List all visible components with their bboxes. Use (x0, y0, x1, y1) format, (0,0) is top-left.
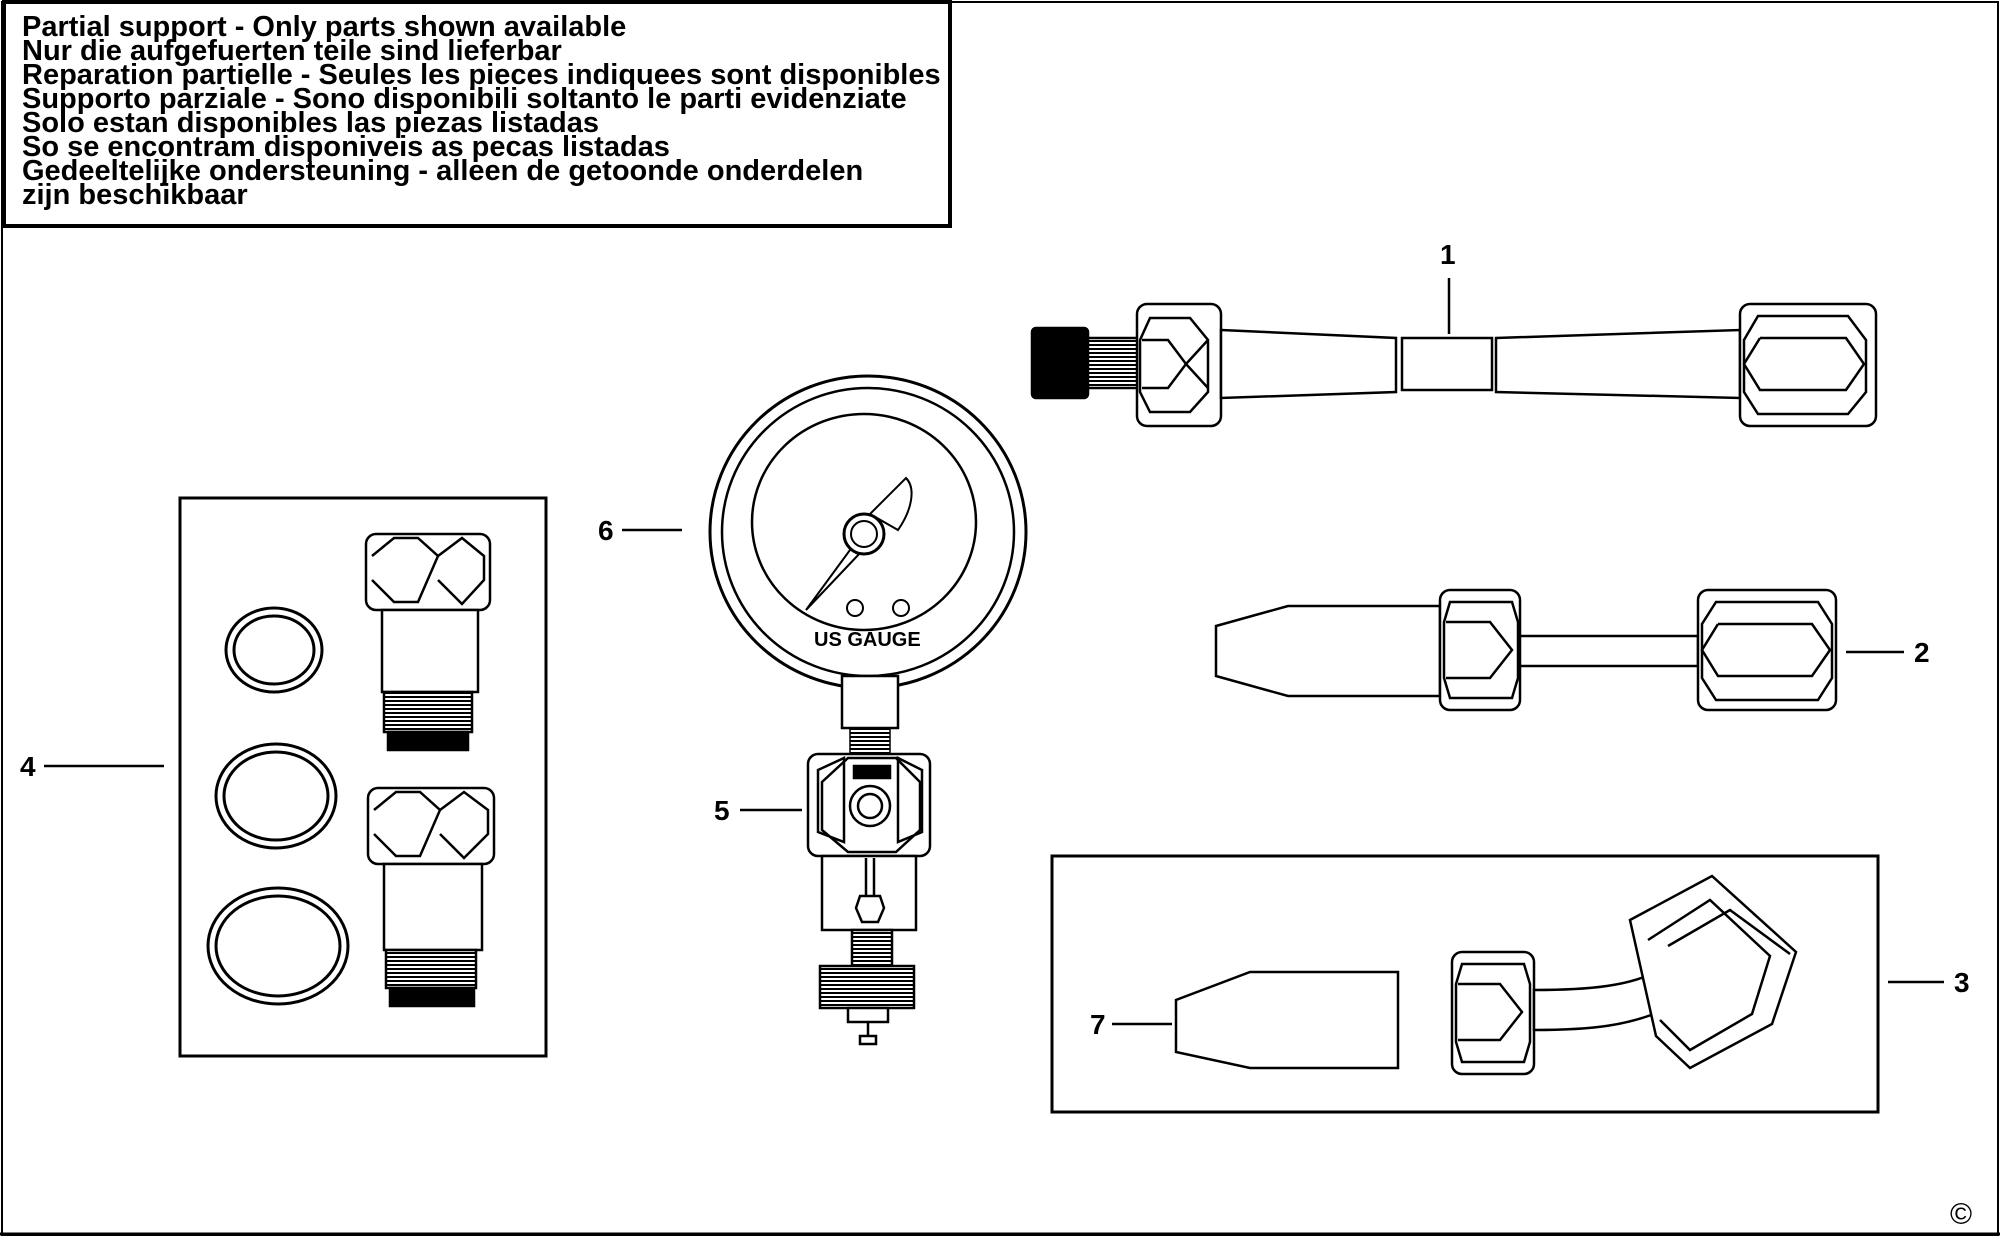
adaptor-lower (366, 786, 496, 1008)
part-7-nozzle (1174, 970, 1400, 1070)
part-2-adaptor (1214, 588, 1838, 712)
notice-line-8: zijn beschikbaar (22, 179, 248, 211)
part-5-valve-body (806, 752, 932, 1046)
callout-3-label: 3 (1954, 967, 1970, 998)
callout-6-label: 6 (598, 515, 614, 546)
notice-line-5: Solo estan disponibles las piezas listad… (22, 107, 599, 139)
callout-2-label: 2 (1914, 637, 1930, 668)
o-rings (206, 606, 350, 1006)
part-3-bent-hose (1450, 874, 1798, 1076)
part-6-pressure-gauge: US GAUGE (708, 374, 1028, 759)
notice-line-2: Nur die aufgefuerten teile sind lieferba… (22, 35, 562, 67)
gauge-dial-label: US GAUGE (814, 629, 921, 651)
callout-4-label: 4 (20, 751, 36, 782)
notice-line-7: Gedeeltelijke ondersteuning - alleen de … (22, 155, 863, 187)
availability-notice: Partial support - Only parts shown avail… (2, 0, 952, 228)
callout-1-label: 1 (1440, 239, 1456, 270)
callout-5-label: 5 (714, 795, 730, 826)
adaptor-upper (364, 532, 492, 752)
part-4-seal-kit (178, 496, 548, 1058)
part-3-kit (1050, 854, 1880, 1114)
notice-line-3: Reparation partielle - Seules les pieces… (22, 59, 941, 91)
callout-7-label: 7 (1090, 1009, 1106, 1040)
notice-line-6: So se encontram disponiveis as pecas lis… (22, 131, 670, 163)
part-1-hose (1030, 302, 1878, 428)
notice-line-1: Partial support - Only parts shown avail… (22, 11, 626, 43)
notice-line-4: Supporto parziale - Sono disponibili sol… (22, 83, 907, 115)
copyright-symbol: © (1950, 1198, 1972, 1231)
